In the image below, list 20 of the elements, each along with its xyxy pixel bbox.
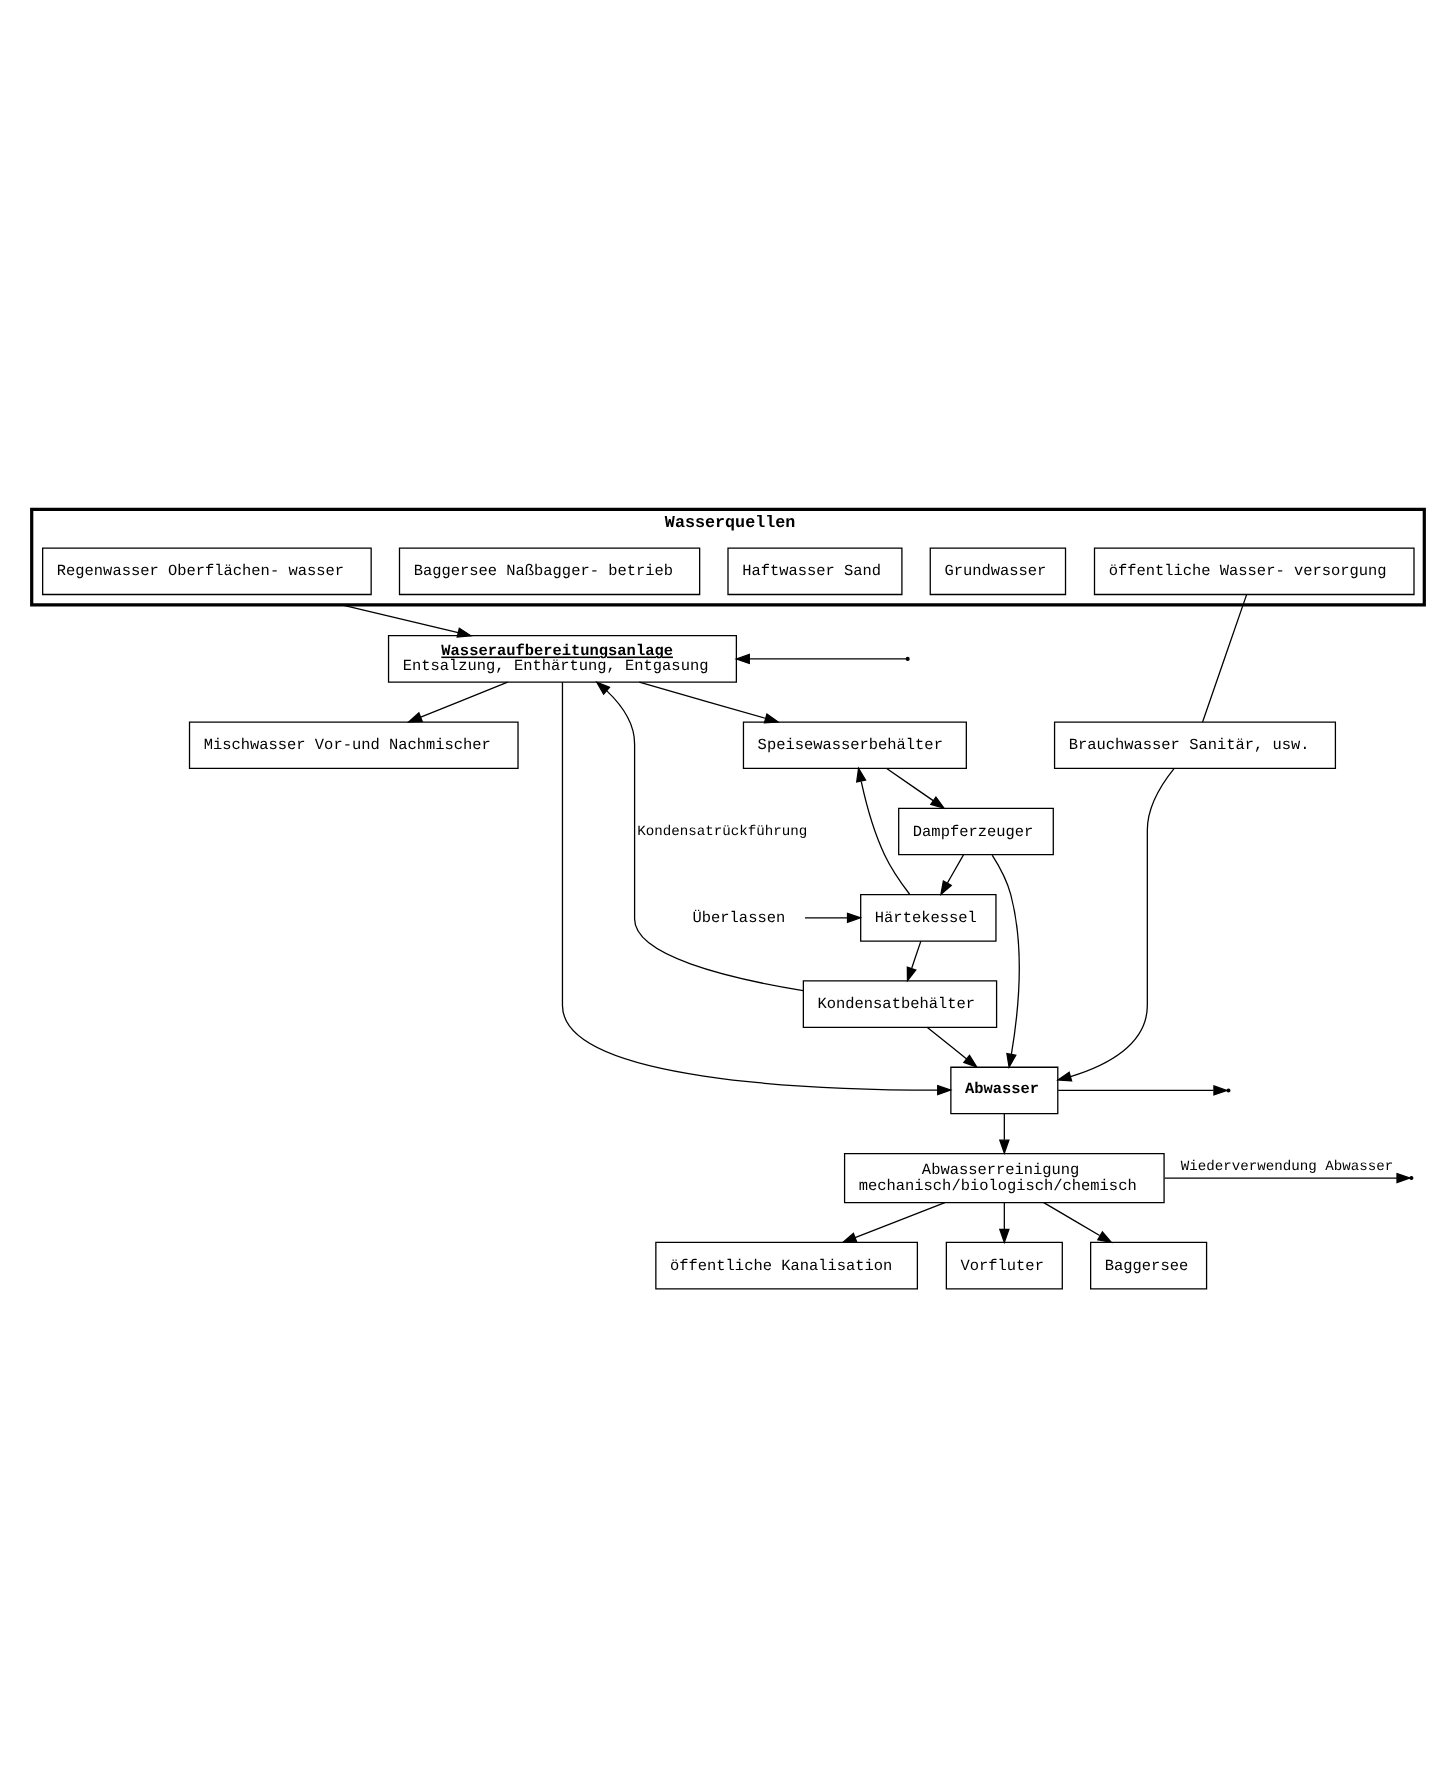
arrow <box>734 653 907 665</box>
arrow <box>939 854 965 897</box>
arrow <box>340 604 473 638</box>
arrow <box>406 681 509 723</box>
arrow <box>998 1113 1010 1156</box>
arrow <box>855 766 911 895</box>
connector <box>1201 594 1248 723</box>
arrow <box>804 912 863 924</box>
arrow <box>1056 767 1175 1082</box>
arrow <box>1043 1201 1113 1244</box>
arrow <box>991 854 1020 1070</box>
arrow <box>998 1201 1010 1245</box>
arrow <box>886 767 946 810</box>
arrow <box>841 1201 946 1244</box>
arrow <box>926 1026 979 1069</box>
arrow <box>595 681 804 992</box>
arrow <box>1164 1172 1412 1184</box>
arrow <box>638 681 780 724</box>
arrow <box>561 681 953 1096</box>
arrow <box>906 940 922 983</box>
